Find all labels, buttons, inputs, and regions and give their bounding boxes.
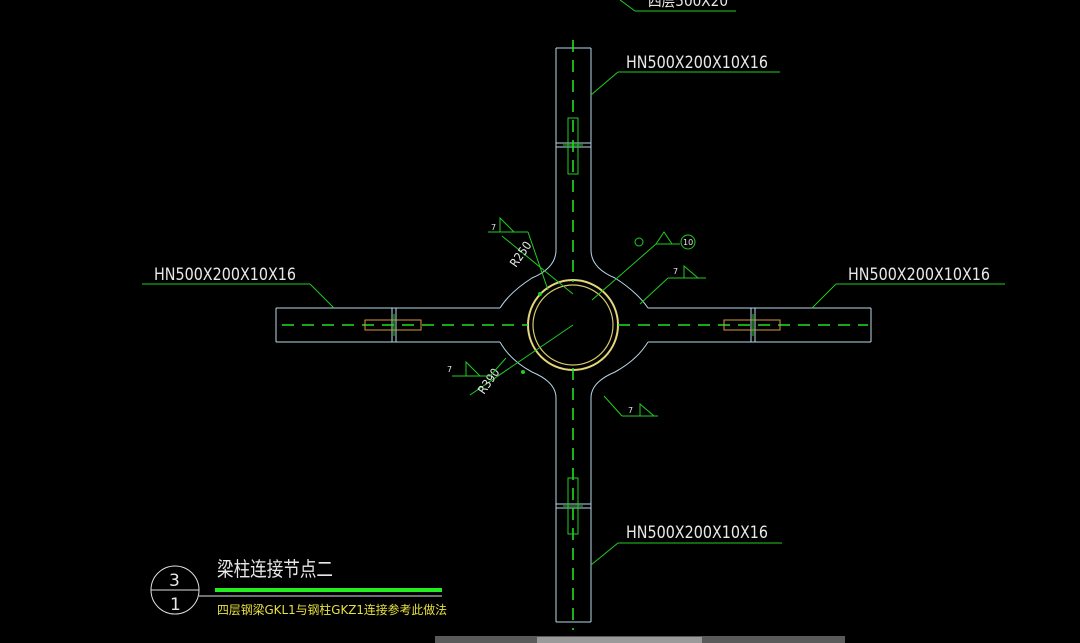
beam-vertical <box>555 47 592 623</box>
leader-west <box>142 283 335 309</box>
leader-south <box>590 542 782 566</box>
label-west-beam: HN500X200X10X16 <box>154 265 296 285</box>
leader-east <box>811 283 1005 309</box>
title-block-subtitle: 四层钢梁GKL1与钢柱GKZ1连接参考此做法 <box>217 602 447 617</box>
weld-size-4: 7 <box>628 406 633 415</box>
label-east-beam: HN500X200X10X16 <box>848 265 990 285</box>
bolt-groups <box>364 117 781 535</box>
weld-symbol-4 <box>603 395 658 417</box>
dim-r390 <box>469 324 574 396</box>
leader-top <box>619 0 736 12</box>
title-block-sheet: 1 <box>170 595 181 615</box>
centerlines <box>282 40 868 630</box>
label-north-beam: HN500X200X10X16 <box>626 53 768 73</box>
weld-size-1: 7 <box>491 223 496 232</box>
weld-symbol-3 <box>452 357 507 377</box>
weld-tag-number: 10 <box>683 238 693 247</box>
weld-symbol-2 <box>639 264 706 305</box>
ring-stiffener <box>499 249 649 399</box>
label-south-beam: HN500X200X10X16 <box>626 523 768 543</box>
label-top-cut: 四层500X20 <box>648 0 728 10</box>
weld-symbol-1 <box>488 216 549 291</box>
weld-size-3: 7 <box>447 365 452 374</box>
title-block-number: 3 <box>169 571 180 591</box>
scrollbar-thumb[interactable] <box>537 637 702 643</box>
weld-size-2: 7 <box>673 267 678 276</box>
title-block <box>150 565 442 615</box>
label-r390: R390 <box>475 366 503 397</box>
weld-symbol-tag <box>591 231 696 301</box>
dim-r250 <box>501 235 574 296</box>
title-block-title: 梁柱连接节点二 <box>217 557 333 581</box>
beam-horizontal <box>275 307 872 343</box>
leader-north <box>590 71 780 96</box>
